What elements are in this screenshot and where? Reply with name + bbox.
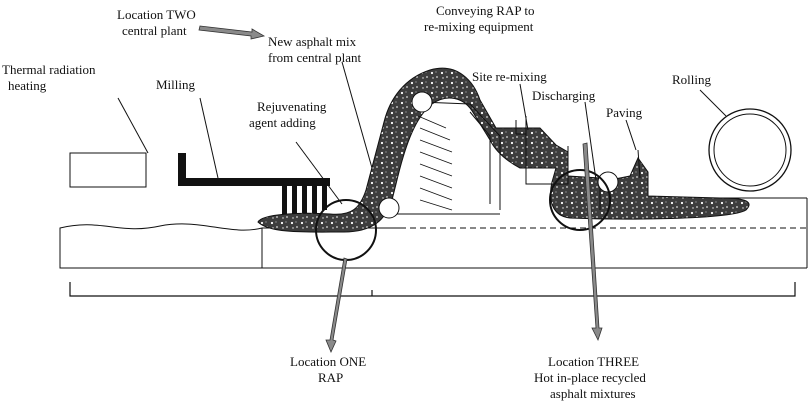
conveying-label: Conveying RAP to: [436, 3, 534, 18]
thermal-leader: [117, 97, 149, 154]
location-one-label: Location ONE: [290, 354, 366, 369]
location-one-arrow: [325, 257, 348, 354]
milling-tooth-1: [282, 186, 287, 216]
site-remixing-label: Site re-mixing: [472, 69, 547, 84]
road-base: [59, 223, 263, 269]
discharging-leader: [584, 101, 597, 181]
rolling-drum-inner: [713, 113, 787, 187]
new-mix-sub: from central plant: [268, 50, 362, 65]
discharging-label: Discharging: [532, 88, 596, 103]
location-three-label: Location THREE: [548, 354, 639, 369]
site-remix-leader: [519, 83, 529, 131]
thermal-sub: heating: [8, 78, 47, 93]
milling-tooth-3: [302, 186, 307, 216]
paving-label: Paving: [606, 105, 643, 120]
conveyor-top-roller: [411, 91, 433, 113]
location-two-sub: central plant: [122, 23, 187, 38]
location-two-arrow: [198, 25, 266, 40]
location-three-sub2: asphalt mixtures: [550, 386, 636, 401]
milling-leader: [199, 97, 219, 179]
conveying-sub: re-mixing equipment: [424, 19, 534, 34]
rolling-leader: [699, 89, 727, 117]
milling-tooth-2: [292, 186, 297, 216]
rejuvenating-leader: [295, 141, 343, 205]
milling-machine: [178, 153, 330, 186]
rolling-label: Rolling: [672, 72, 712, 87]
thermal-label: Thermal radiation: [2, 62, 96, 77]
conveyor-hatching: [417, 115, 453, 211]
conveyor-bottom-roller: [378, 197, 400, 219]
paving-leader: [625, 119, 637, 151]
rejuvenating-sub: agent adding: [249, 115, 316, 130]
milling-tooth-4: [312, 186, 317, 216]
location-one-sub: RAP: [318, 370, 343, 385]
span-bracket: [69, 282, 796, 297]
conveyor-frame: [419, 101, 501, 210]
location-three-circle: [549, 169, 611, 231]
location-three-arrow: [582, 142, 603, 342]
location-two-label: Location TWO: [117, 7, 196, 22]
asphalt-flow: [257, 67, 750, 233]
new-mix-label: New asphalt mix: [268, 34, 357, 49]
thermal-heater-box: [69, 152, 147, 188]
milling-label: Milling: [156, 77, 196, 92]
rejuvenating-label: Rejuvenating: [257, 99, 327, 114]
new-mix-leader: [341, 61, 373, 169]
milling-tooth-5: [322, 186, 327, 210]
location-three-sub: Hot in-place recycled: [534, 370, 646, 385]
